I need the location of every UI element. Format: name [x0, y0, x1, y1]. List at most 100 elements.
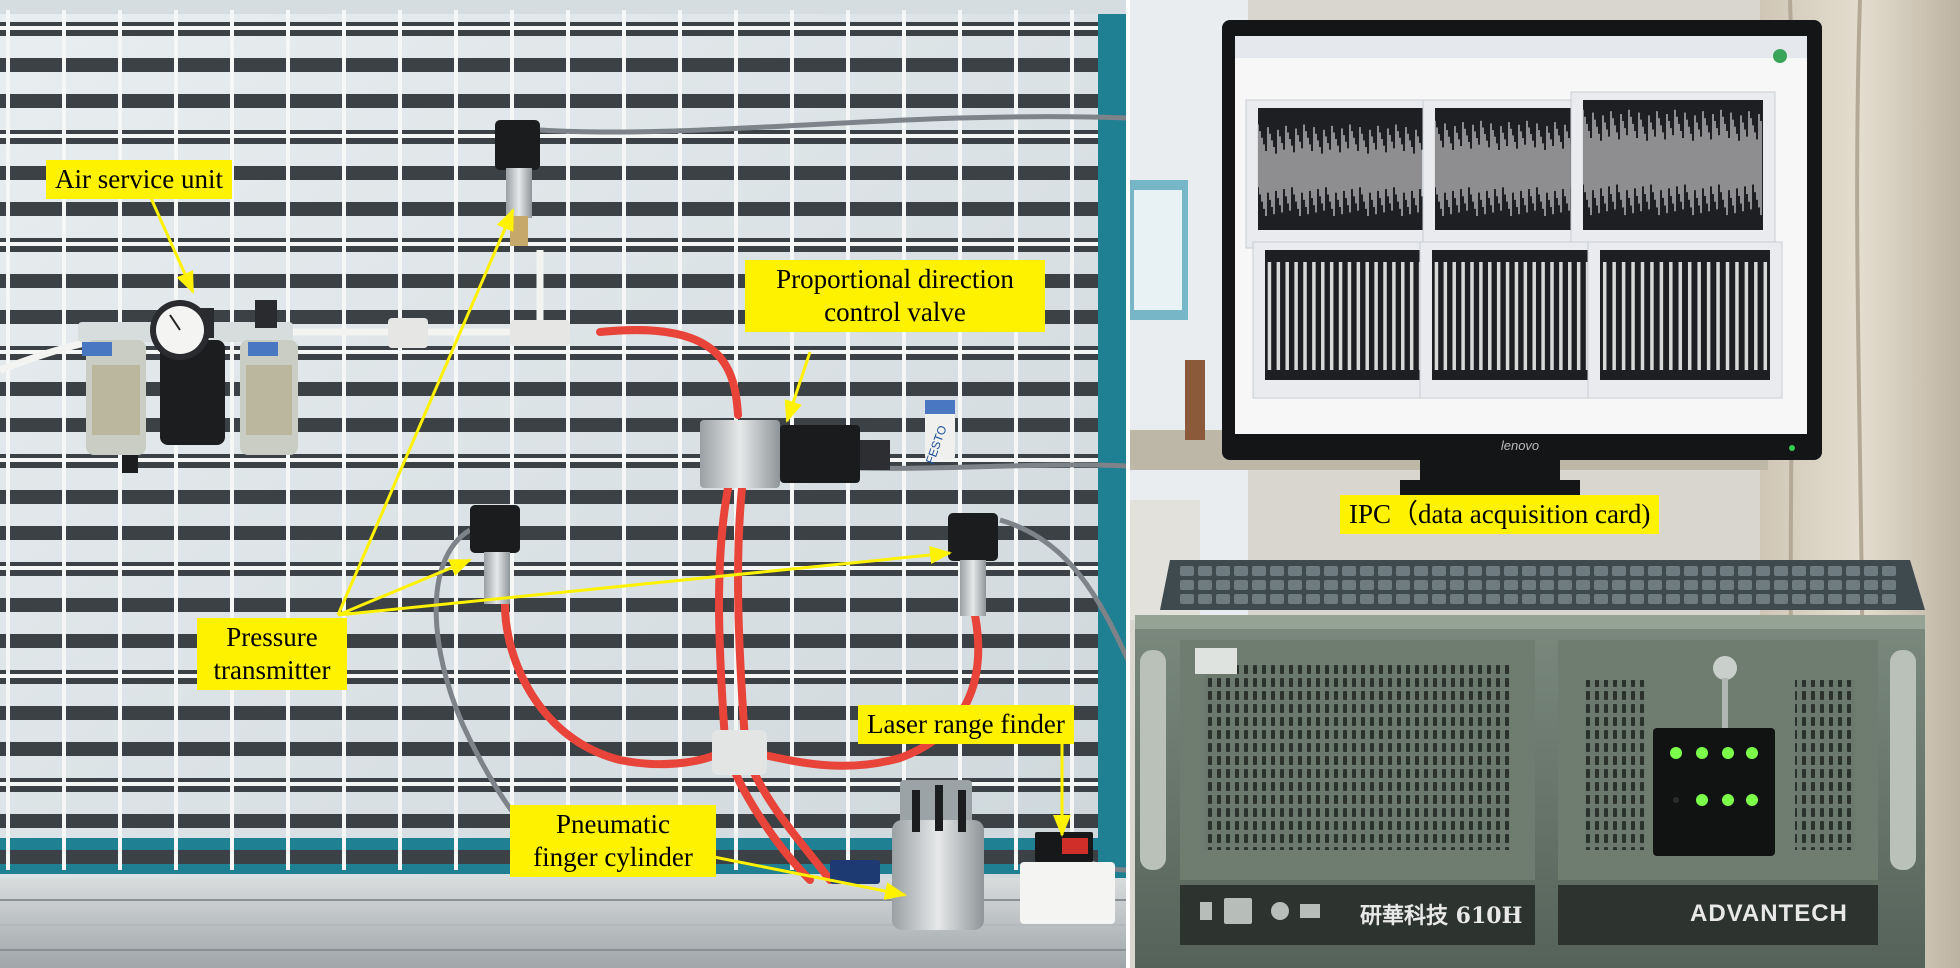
key [1828, 566, 1842, 576]
key [1684, 580, 1698, 590]
key [1288, 580, 1302, 590]
slat [0, 166, 1098, 180]
key [1810, 580, 1824, 590]
key [1576, 566, 1590, 576]
key [1756, 566, 1770, 576]
key [1882, 566, 1896, 576]
key [1648, 566, 1662, 576]
key [1720, 566, 1734, 576]
key [1450, 594, 1464, 604]
key [1324, 580, 1338, 590]
key [1342, 580, 1356, 590]
proportional-valve: FESTO [700, 400, 955, 488]
label-air-service-unit: Air service unit [46, 160, 232, 199]
key [1738, 594, 1752, 604]
key [1558, 566, 1572, 576]
status-leds [1670, 747, 1758, 806]
plot-area [1265, 250, 1425, 380]
slat [0, 490, 1098, 504]
plot-area [1432, 250, 1592, 380]
key [1738, 580, 1752, 590]
key [1558, 580, 1572, 590]
key [1630, 580, 1644, 590]
key [1756, 594, 1770, 604]
tube-manifold [712, 730, 767, 775]
slat [0, 526, 1098, 540]
key [1810, 566, 1824, 576]
key [1702, 580, 1716, 590]
key [1216, 566, 1230, 576]
key [1252, 566, 1266, 576]
label-text-line1: Pressure [226, 622, 318, 652]
vent-grill [1205, 665, 1510, 850]
monitor-brand: lenovo [1501, 438, 1539, 453]
plot-area [1600, 250, 1770, 380]
case-brand: ADVANTECH [1690, 900, 1848, 927]
arrow-pressure-right [337, 546, 952, 617]
key [1486, 594, 1500, 604]
key [1378, 594, 1392, 604]
key [1198, 566, 1212, 576]
key [1684, 594, 1698, 604]
pneumatic-finger-cylinder [830, 780, 984, 930]
key [1360, 566, 1374, 576]
plot-trace [1267, 262, 1423, 370]
slat [0, 58, 1098, 72]
key [1324, 566, 1338, 576]
key [1198, 594, 1212, 604]
key [1576, 594, 1590, 604]
air-service-unit [78, 300, 298, 473]
key [1846, 566, 1860, 576]
key [1306, 566, 1320, 576]
key [1252, 580, 1266, 590]
key [1774, 566, 1788, 576]
pressure-transmitter-right [948, 513, 998, 616]
key [1864, 580, 1878, 590]
key [1702, 594, 1716, 604]
tube-tee-fitting [510, 320, 570, 346]
key [1504, 594, 1518, 604]
right-photo: lenovo [1128, 0, 1960, 968]
key [1468, 594, 1482, 604]
key [1684, 566, 1698, 576]
key [1648, 580, 1662, 590]
key [1180, 566, 1194, 576]
key [1414, 580, 1428, 590]
key [1612, 594, 1626, 604]
key [1540, 594, 1554, 604]
key [1720, 594, 1734, 604]
arrow-air-service-unit [148, 195, 195, 294]
waveform-plots [1245, 91, 1783, 399]
key [1468, 566, 1482, 576]
plot-trace [1434, 262, 1590, 370]
key [1702, 566, 1716, 576]
key [1234, 566, 1248, 576]
key [1432, 566, 1446, 576]
plot-trace [1582, 109, 1762, 216]
key [1864, 594, 1878, 604]
key [1288, 566, 1302, 576]
key [1252, 594, 1266, 604]
plot-trace [1602, 262, 1768, 370]
key [1558, 594, 1572, 604]
status-led-panel [1653, 728, 1775, 856]
key [1774, 580, 1788, 590]
label-text: IPC（data acquisition card) [1349, 499, 1651, 529]
key [1630, 566, 1644, 576]
key [1594, 566, 1608, 576]
key [1450, 580, 1464, 590]
key [1594, 580, 1608, 590]
key [1522, 566, 1536, 576]
key [1504, 580, 1518, 590]
monitor: lenovo [1222, 20, 1822, 500]
label-proportional-valve: Proportional direction control valve [745, 260, 1045, 332]
label-text-line1: Proportional direction [776, 264, 1014, 294]
key [1486, 580, 1500, 590]
key [1540, 566, 1554, 576]
key [1324, 594, 1338, 604]
label-text: Laser range finder [867, 709, 1065, 739]
key [1270, 566, 1284, 576]
key [1468, 580, 1482, 590]
key [1666, 594, 1680, 604]
key [1828, 580, 1842, 590]
